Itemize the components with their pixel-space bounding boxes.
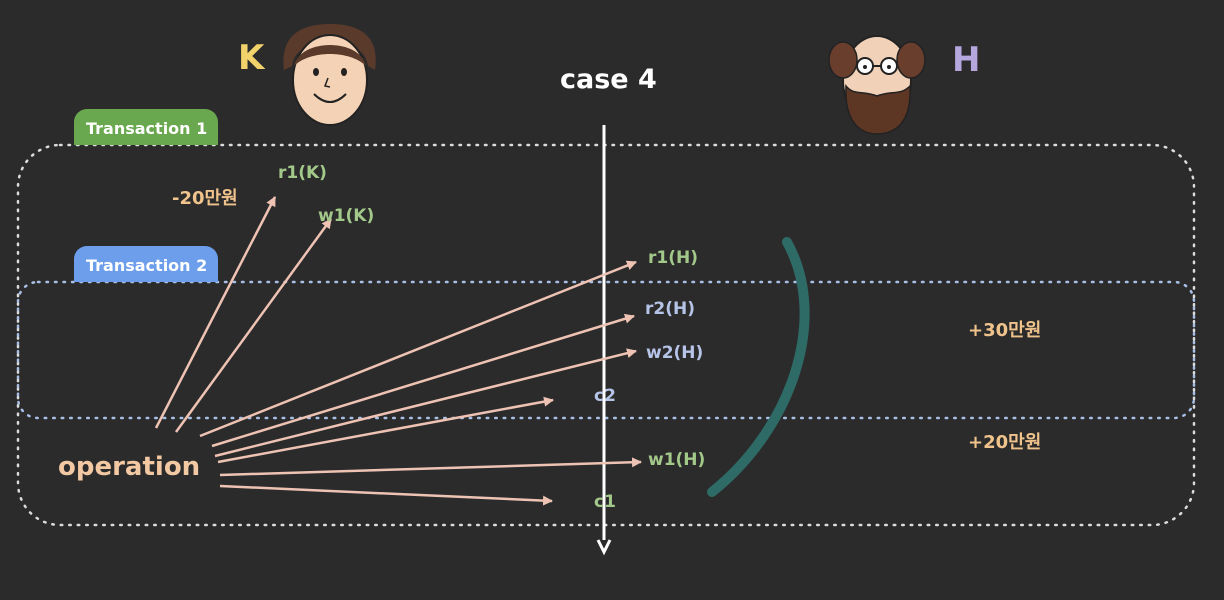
op-r1-h: r1(H) xyxy=(648,248,698,268)
op-w1-k: w1(K) xyxy=(318,206,375,226)
transaction2-tag: Transaction 2 xyxy=(74,246,218,282)
arrow-c1 xyxy=(219,484,553,506)
arrow-r2-h xyxy=(211,313,635,448)
op-c2: c2 xyxy=(594,386,616,406)
timeline-arrowhead xyxy=(596,539,612,556)
person-k-label: K xyxy=(238,38,265,78)
op-w1-h: w1(H) xyxy=(648,450,706,470)
person-k-avatar xyxy=(283,24,376,126)
arrow-r1-h xyxy=(199,260,637,438)
op-r1-k: r1(K) xyxy=(278,163,327,183)
person-h-label: H xyxy=(952,40,981,80)
amount-plus-30: +30만원 xyxy=(968,320,1042,341)
operation-label: operation xyxy=(58,452,201,482)
transaction1-box xyxy=(16,143,1196,527)
isolation-arc xyxy=(707,237,810,497)
person-h-avatar xyxy=(828,35,926,135)
arrow-w1-k xyxy=(174,218,333,433)
op-r2-h: r2(H) xyxy=(645,299,695,319)
amount-plus-20: +20만원 xyxy=(968,432,1042,453)
amount-minus-20: -20만원 xyxy=(172,188,238,209)
transaction1-tag: Transaction 1 xyxy=(74,109,218,145)
op-w2-h: w2(H) xyxy=(646,343,704,363)
arrow-w1-h xyxy=(219,457,642,477)
transaction2-box xyxy=(16,280,1196,420)
op-c1: c1 xyxy=(594,492,616,512)
arrow-c2 xyxy=(217,396,554,464)
page-title: case 4 xyxy=(560,64,657,95)
arrow-w2-h xyxy=(214,348,637,458)
arrow-r1-k xyxy=(154,196,277,429)
